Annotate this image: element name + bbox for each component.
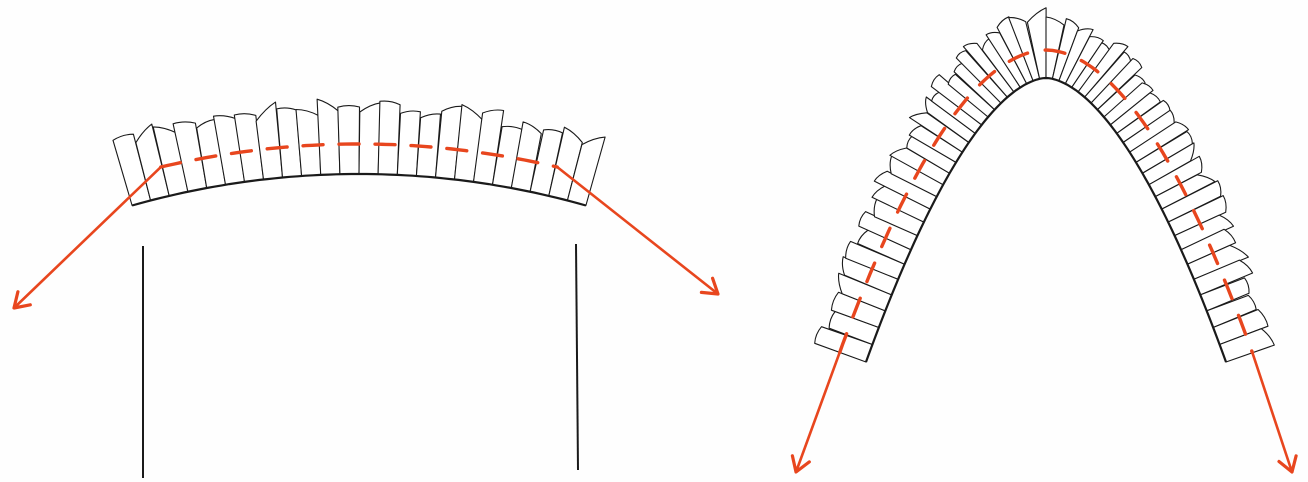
right-jamb-line [576, 244, 578, 470]
segmental-arch-panel [14, 99, 718, 478]
thrust-arrow-left-shaft [14, 167, 161, 308]
thrust-arrow-left-shaft [796, 352, 840, 472]
voussoir-stone [338, 106, 360, 175]
voussoir-stone [359, 103, 381, 174]
voussoir-stone [378, 101, 400, 175]
parabolic-arch-panel [792, 8, 1296, 472]
voussoir-stone [317, 99, 340, 175]
thrust-arrow-right-shaft [557, 167, 718, 294]
segmental-arch-voussoirs [113, 99, 605, 205]
thrust-arrow-right-shaft [1252, 352, 1292, 472]
